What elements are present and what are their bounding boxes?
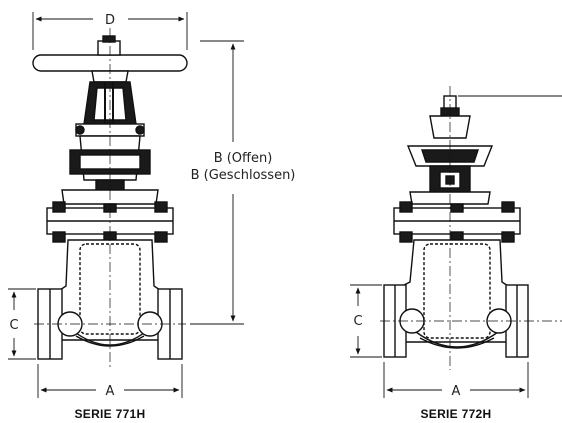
valve-772h [380, 86, 562, 370]
caption-serie-771h: SERIE 771H [74, 407, 145, 421]
dimensions-771h [8, 12, 244, 398]
dimension-d-label: D [105, 13, 115, 28]
valve-771h [32, 28, 188, 370]
dimension-b-open-label: B (Offen) [214, 151, 273, 166]
dimension-a-label: A [106, 384, 115, 399]
caption-serie-772h: SERIE 772H [420, 407, 491, 421]
dimension-c-label-right: C [353, 314, 362, 329]
dimension-c-label: C [9, 318, 18, 333]
dimension-a-label-right: A [452, 384, 461, 399]
dimension-b-closed-label: B (Geschlossen) [191, 168, 296, 183]
dimensions-772h [350, 95, 562, 398]
stem-nut [97, 40, 121, 56]
